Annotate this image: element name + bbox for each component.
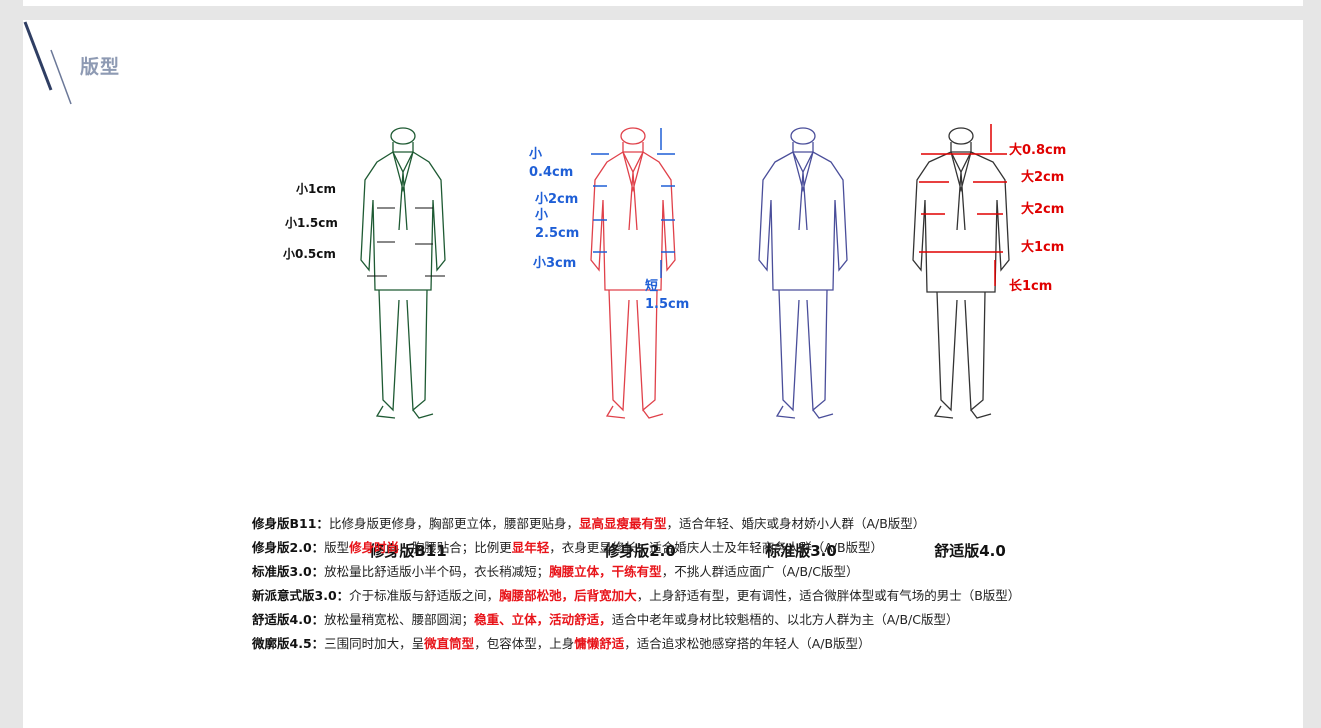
desc-highlight: 慵懒舒适 bbox=[574, 636, 625, 651]
measure-label: 小1.5cm bbox=[285, 216, 338, 230]
measure-label: 短 bbox=[645, 279, 659, 294]
desc-text: 放松量比舒适版小半个码，衣长稍减短； bbox=[324, 564, 550, 579]
section-title: 版型 bbox=[80, 56, 121, 78]
fit-description-row: 标准版3.0：放松量比舒适版小半个码，衣长稍减短；胸腰立体，干练有型，不挑人群适… bbox=[252, 560, 1232, 584]
measure-label: 0.4cm bbox=[529, 165, 574, 180]
suit-figure-slim-2: 小 0.4cm 小2cm 小 2.5cm 小3cm 短 1.5cm 修身版2.0 bbox=[529, 120, 753, 560]
fit-description-row: 修身版2.0：版型修身时尚、胸腰贴合；比例更显年轻，衣身更显修长；适合婚庆人士及… bbox=[252, 536, 1232, 560]
measure-label: 小3cm bbox=[533, 256, 577, 271]
measure-label: 大2cm bbox=[1021, 170, 1065, 185]
fit-description-row: 修身版B11：比修身版更修身，胸部更立体，腰部更贴身，显高显瘦最有型，适合年轻、… bbox=[252, 512, 1232, 536]
desc-text: 放松量稍宽松、腰部圆润； bbox=[324, 612, 475, 627]
measure-label: 小1cm bbox=[296, 182, 336, 196]
measure-label: 大2cm bbox=[1021, 202, 1065, 217]
fit-name: 修身版2.0： bbox=[252, 540, 325, 555]
desc-highlight: 胸腰立体，干练有型 bbox=[549, 564, 662, 579]
measure-label: 小 bbox=[535, 208, 549, 223]
title-decoration bbox=[23, 21, 72, 105]
desc-text: ，包容体型，上身 bbox=[474, 636, 575, 651]
measure-label: 小0.5cm bbox=[283, 247, 336, 261]
fit-description-row: 微廓版4.5：三围同时加大，呈微直筒型，包容体型，上身慵懒舒适，适合追求松弛感穿… bbox=[252, 632, 1232, 656]
fit-name: 修身版B11： bbox=[252, 516, 329, 531]
suit-figure-comfort-4: 大0.8cm 大2cm 大2cm 大1cm 长1cm 舒适版4.0 bbox=[891, 120, 1081, 560]
desc-text: 三围同时加大，呈 bbox=[324, 636, 425, 651]
desc-highlight: 修身时尚 bbox=[349, 540, 400, 555]
measure-label: 小 bbox=[529, 147, 543, 162]
fit-description-row: 舒适版4.0：放松量稍宽松、腰部圆润；稳重、立体，活动舒适，适合中老年或身材比较… bbox=[252, 608, 1232, 632]
suit-illustration bbox=[590, 127, 676, 419]
desc-highlight: 胸腰部松弛，后背宽加大 bbox=[499, 588, 637, 603]
figure-caption: 标准版3.0 bbox=[765, 542, 837, 560]
desc-highlight: 稳重、立体，活动舒适， bbox=[474, 612, 612, 627]
fit-name: 舒适版4.0： bbox=[252, 612, 325, 627]
desc-text: 适合中老年或身材比较魁梧的、以北方人群为主（A/B/C版型） bbox=[611, 612, 959, 627]
fit-description-list: 修身版B11：比修身版更修身，胸部更立体，腰部更贴身，显高显瘦最有型，适合年轻、… bbox=[252, 512, 1232, 656]
desc-text: ，上身舒适有型，更有调性，适合微胖体型或有气场的男士（B版型） bbox=[636, 588, 1021, 603]
suit-figure-slim-b11: 小1cm 小1.5cm 小0.5cm 修身版B11 bbox=[283, 120, 523, 560]
suit-illustration bbox=[360, 127, 446, 419]
measure-label: 大0.8cm bbox=[1009, 143, 1067, 158]
content-panel: 版型 小1cm 小1.5cm 小0.5cm 修身版B11 bbox=[23, 20, 1303, 728]
figure-caption: 修身版B11 bbox=[369, 542, 447, 560]
measure-label: 1.5cm bbox=[645, 297, 690, 312]
desc-highlight: 显年轻 bbox=[511, 540, 550, 555]
desc-text: 比修身版更修身，胸部更立体，腰部更贴身， bbox=[328, 516, 579, 531]
desc-highlight: 微直筒型 bbox=[424, 636, 475, 651]
desc-text: ，不挑人群适应面广（A/B/C版型） bbox=[661, 564, 859, 579]
desc-text: ，衣身更显修长；适合婚庆人士及年轻商务人群（A/B版型） bbox=[549, 540, 884, 555]
desc-text: 介于标准版与舒适版之间， bbox=[349, 588, 500, 603]
desc-text: ，适合年轻、婚庆或身材娇小人群（A/B版型） bbox=[666, 516, 926, 531]
top-strip bbox=[23, 0, 1303, 6]
fit-name: 微廓版4.5： bbox=[252, 636, 325, 651]
fit-description-row: 新派意式版3.0：介于标准版与舒适版之间，胸腰部松弛，后背宽加大，上身舒适有型，… bbox=[252, 584, 1232, 608]
fit-name: 标准版3.0： bbox=[252, 564, 325, 579]
desc-highlight: 显高显瘦最有型 bbox=[578, 516, 667, 531]
desc-text: 、胸腰贴合；比例更 bbox=[399, 540, 512, 555]
desc-text: 版型 bbox=[324, 540, 350, 555]
fit-name: 新派意式版3.0： bbox=[252, 588, 350, 603]
figure-caption: 修身版2.0 bbox=[604, 542, 676, 560]
suit-figure-standard-3: 标准版3.0 bbox=[733, 120, 923, 560]
measure-label: 大1cm bbox=[1021, 240, 1065, 255]
suit-illustration bbox=[912, 124, 1010, 419]
measure-label: 2.5cm bbox=[535, 226, 580, 241]
measure-label: 小2cm bbox=[535, 192, 579, 207]
suit-illustration bbox=[758, 127, 848, 419]
figure-caption: 舒适版4.0 bbox=[934, 542, 1006, 560]
measure-label: 长1cm bbox=[1009, 279, 1053, 294]
desc-text: ，适合追求松弛感穿搭的年轻人（A/B版型） bbox=[624, 636, 871, 651]
